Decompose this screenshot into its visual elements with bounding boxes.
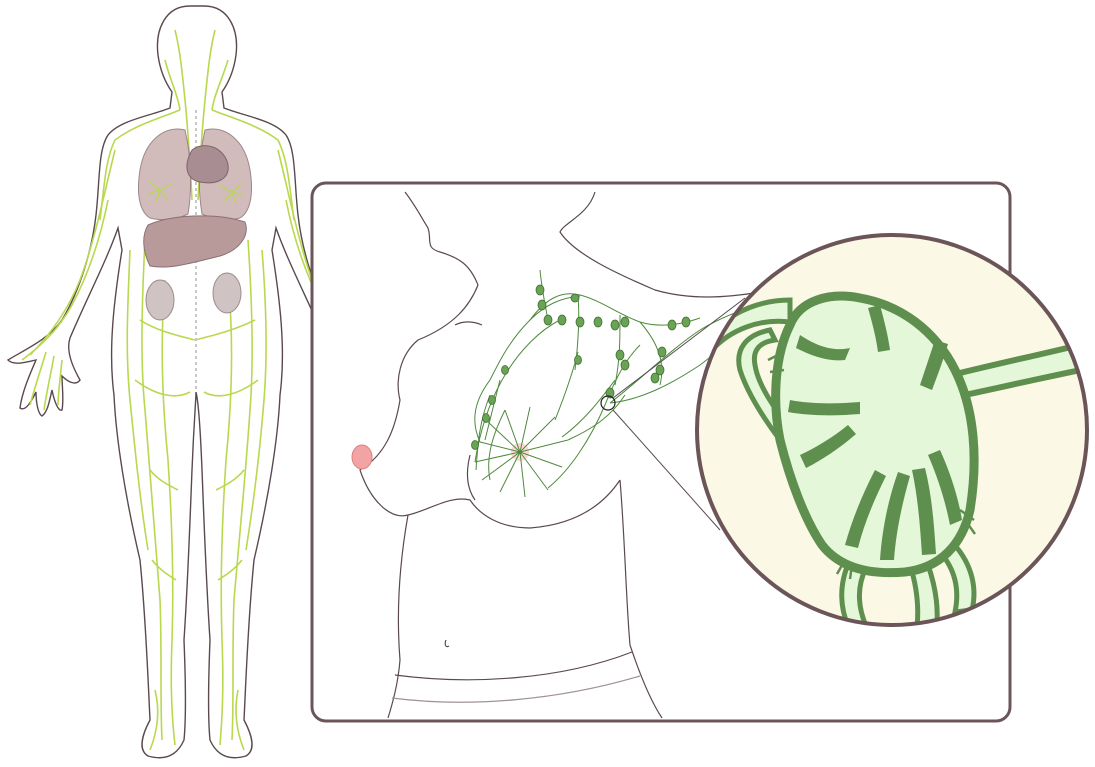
right-kidney [213, 273, 241, 313]
nipple [352, 445, 372, 469]
left-kidney [146, 280, 174, 320]
